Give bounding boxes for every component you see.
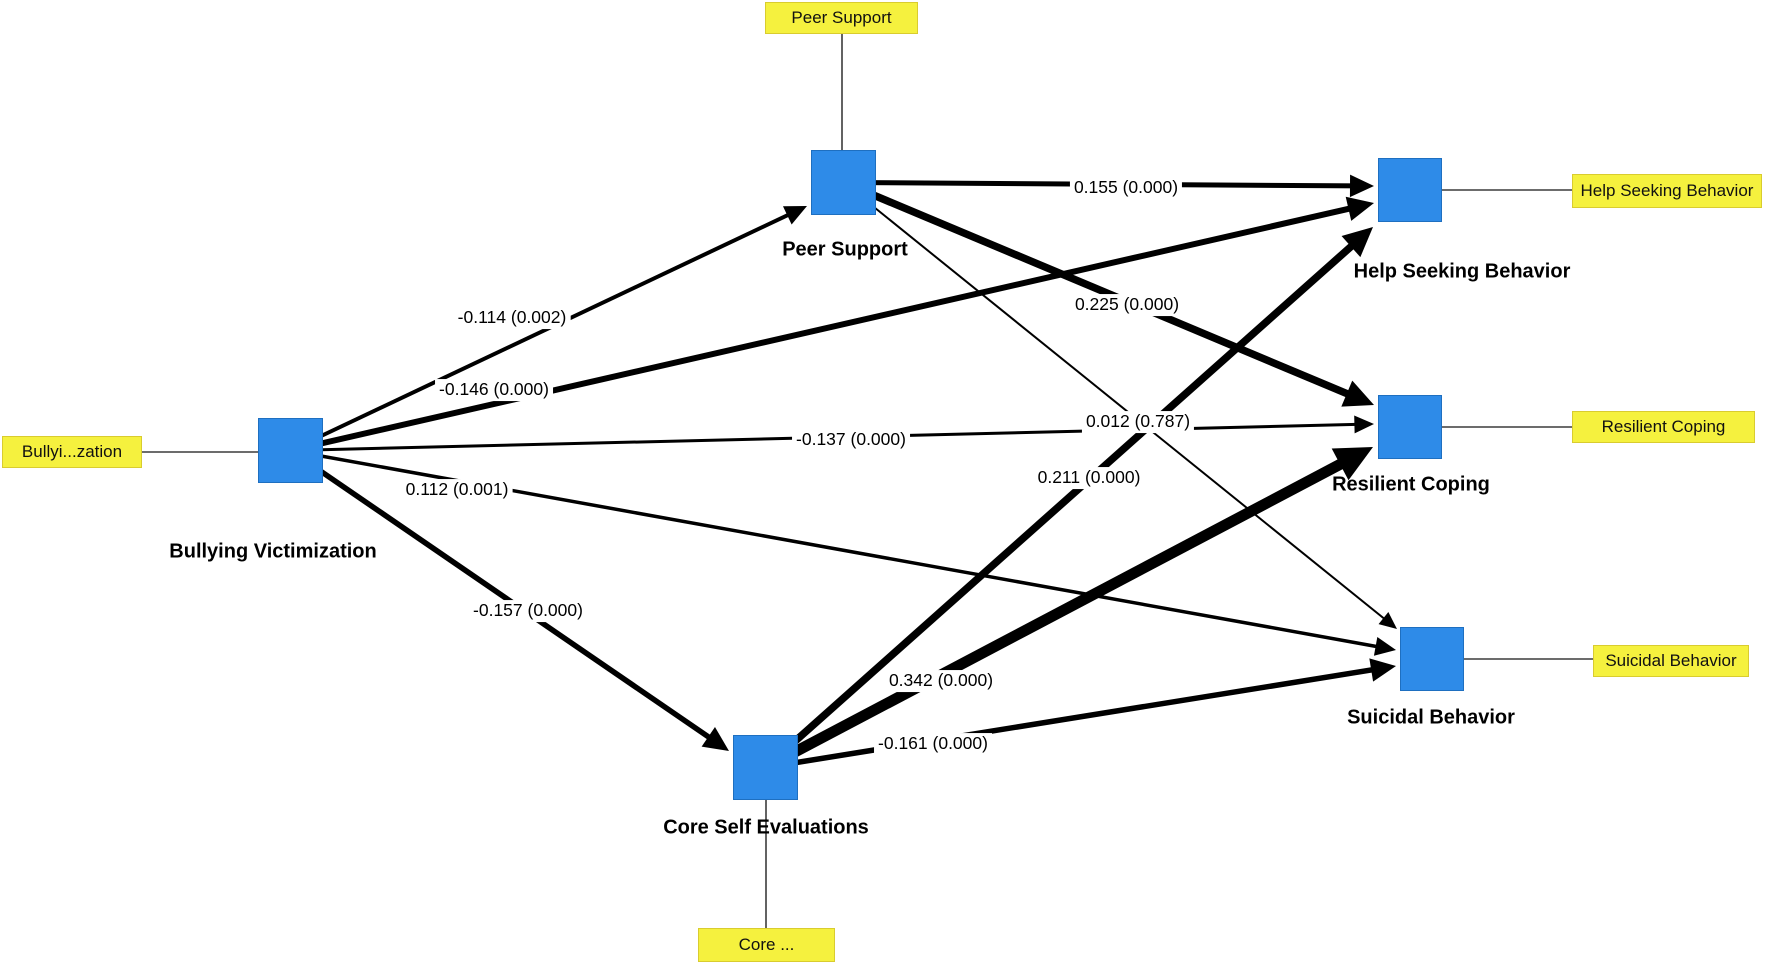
path-coefficient-core_self_evaluations-to-suicidal_behavior: -0.161 (0.000) bbox=[874, 733, 992, 755]
latent-node-suicidal_behavior[interactable] bbox=[1400, 627, 1464, 691]
latent-node-name-resilient_coping: Resilient Coping bbox=[1332, 473, 1490, 496]
path-coefficient-core_self_evaluations-to-help_seeking_behavior: 0.211 (0.000) bbox=[1033, 467, 1145, 489]
path-coefficient-bullying_victimization-to-help_seeking_behavior: -0.146 (0.000) bbox=[435, 379, 553, 401]
path-arrow-core_self_evaluations-to-help_seeking_behavior bbox=[763, 227, 1373, 771]
indicator-box-ind_core[interactable]: Core ... bbox=[698, 928, 835, 962]
path-arrow-peer_support-to-suicidal_behavior bbox=[842, 181, 1397, 629]
path-coefficient-peer_support-to-suicidal_behavior: 0.012 (0.787) bbox=[1081, 411, 1195, 433]
path-coefficient-peer_support-to-resilient_coping: 0.225 (0.000) bbox=[1070, 294, 1184, 316]
indicator-label: Core ... bbox=[738, 935, 795, 954]
indicator-box-ind_suicidal[interactable]: Suicidal Behavior bbox=[1593, 645, 1749, 677]
indicator-label: Peer Support bbox=[791, 8, 892, 27]
latent-node-core_self_evaluations[interactable] bbox=[733, 735, 798, 800]
path-coefficient-bullying_victimization-to-resilient_coping: -0.137 (0.000) bbox=[792, 429, 910, 451]
latent-node-resilient_coping[interactable] bbox=[1378, 395, 1442, 459]
path-coefficient-core_self_evaluations-to-resilient_coping: 0.342 (0.000) bbox=[884, 670, 998, 692]
latent-node-peer_support[interactable] bbox=[811, 150, 876, 215]
path-arrow-bullying_victimization-to-core_self_evaluations bbox=[288, 448, 729, 751]
latent-node-help_seeking_behavior[interactable] bbox=[1378, 158, 1442, 222]
path-coefficient-bullying_victimization-to-peer_support: -0.114 (0.002) bbox=[453, 307, 571, 329]
latent-node-name-bullying_victimization: Bullying Victimization bbox=[169, 540, 377, 563]
latent-node-name-suicidal_behavior: Suicidal Behavior bbox=[1347, 706, 1515, 729]
latent-node-bullying_victimization[interactable] bbox=[258, 418, 323, 483]
path-arrow-bullying_victimization-to-peer_support bbox=[289, 206, 807, 453]
path-arrow-peer_support-to-resilient_coping bbox=[842, 179, 1374, 407]
indicator-label: Help Seeking Behavior bbox=[1580, 181, 1754, 200]
path-arrow-core_self_evaluations-to-resilient_coping bbox=[762, 447, 1373, 773]
indicator-box-ind_bullying[interactable]: Bullyi...zation bbox=[2, 436, 142, 468]
path-arrow-core_self_evaluations-to-suicidal_behavior bbox=[765, 658, 1396, 771]
indicator-box-ind_help_seeking[interactable]: Help Seeking Behavior bbox=[1572, 174, 1762, 208]
indicator-label: Resilient Coping bbox=[1601, 417, 1726, 436]
indicator-box-ind_resilient[interactable]: Resilient Coping bbox=[1572, 411, 1755, 443]
indicator-label: Suicidal Behavior bbox=[1605, 651, 1737, 670]
path-coefficient-bullying_victimization-to-suicidal_behavior: 0.112 (0.001) bbox=[401, 479, 513, 501]
latent-node-name-help_seeking_behavior: Help Seeking Behavior bbox=[1353, 260, 1571, 283]
path-coefficient-bullying_victimization-to-core_self_evaluations: -0.157 (0.000) bbox=[469, 600, 587, 622]
path-arrow-bullying_victimization-to-help_seeking_behavior bbox=[289, 196, 1374, 454]
latent-node-name-peer_support: Peer Support bbox=[782, 238, 908, 261]
path-coefficient-peer_support-to-help_seeking_behavior: 0.155 (0.000) bbox=[1069, 177, 1183, 199]
latent-node-name-core_self_evaluations: Core Self Evaluations bbox=[663, 816, 869, 839]
indicator-label: Bullyi...zation bbox=[21, 442, 123, 461]
indicator-box-ind_peer_support[interactable]: Peer Support bbox=[765, 2, 918, 34]
